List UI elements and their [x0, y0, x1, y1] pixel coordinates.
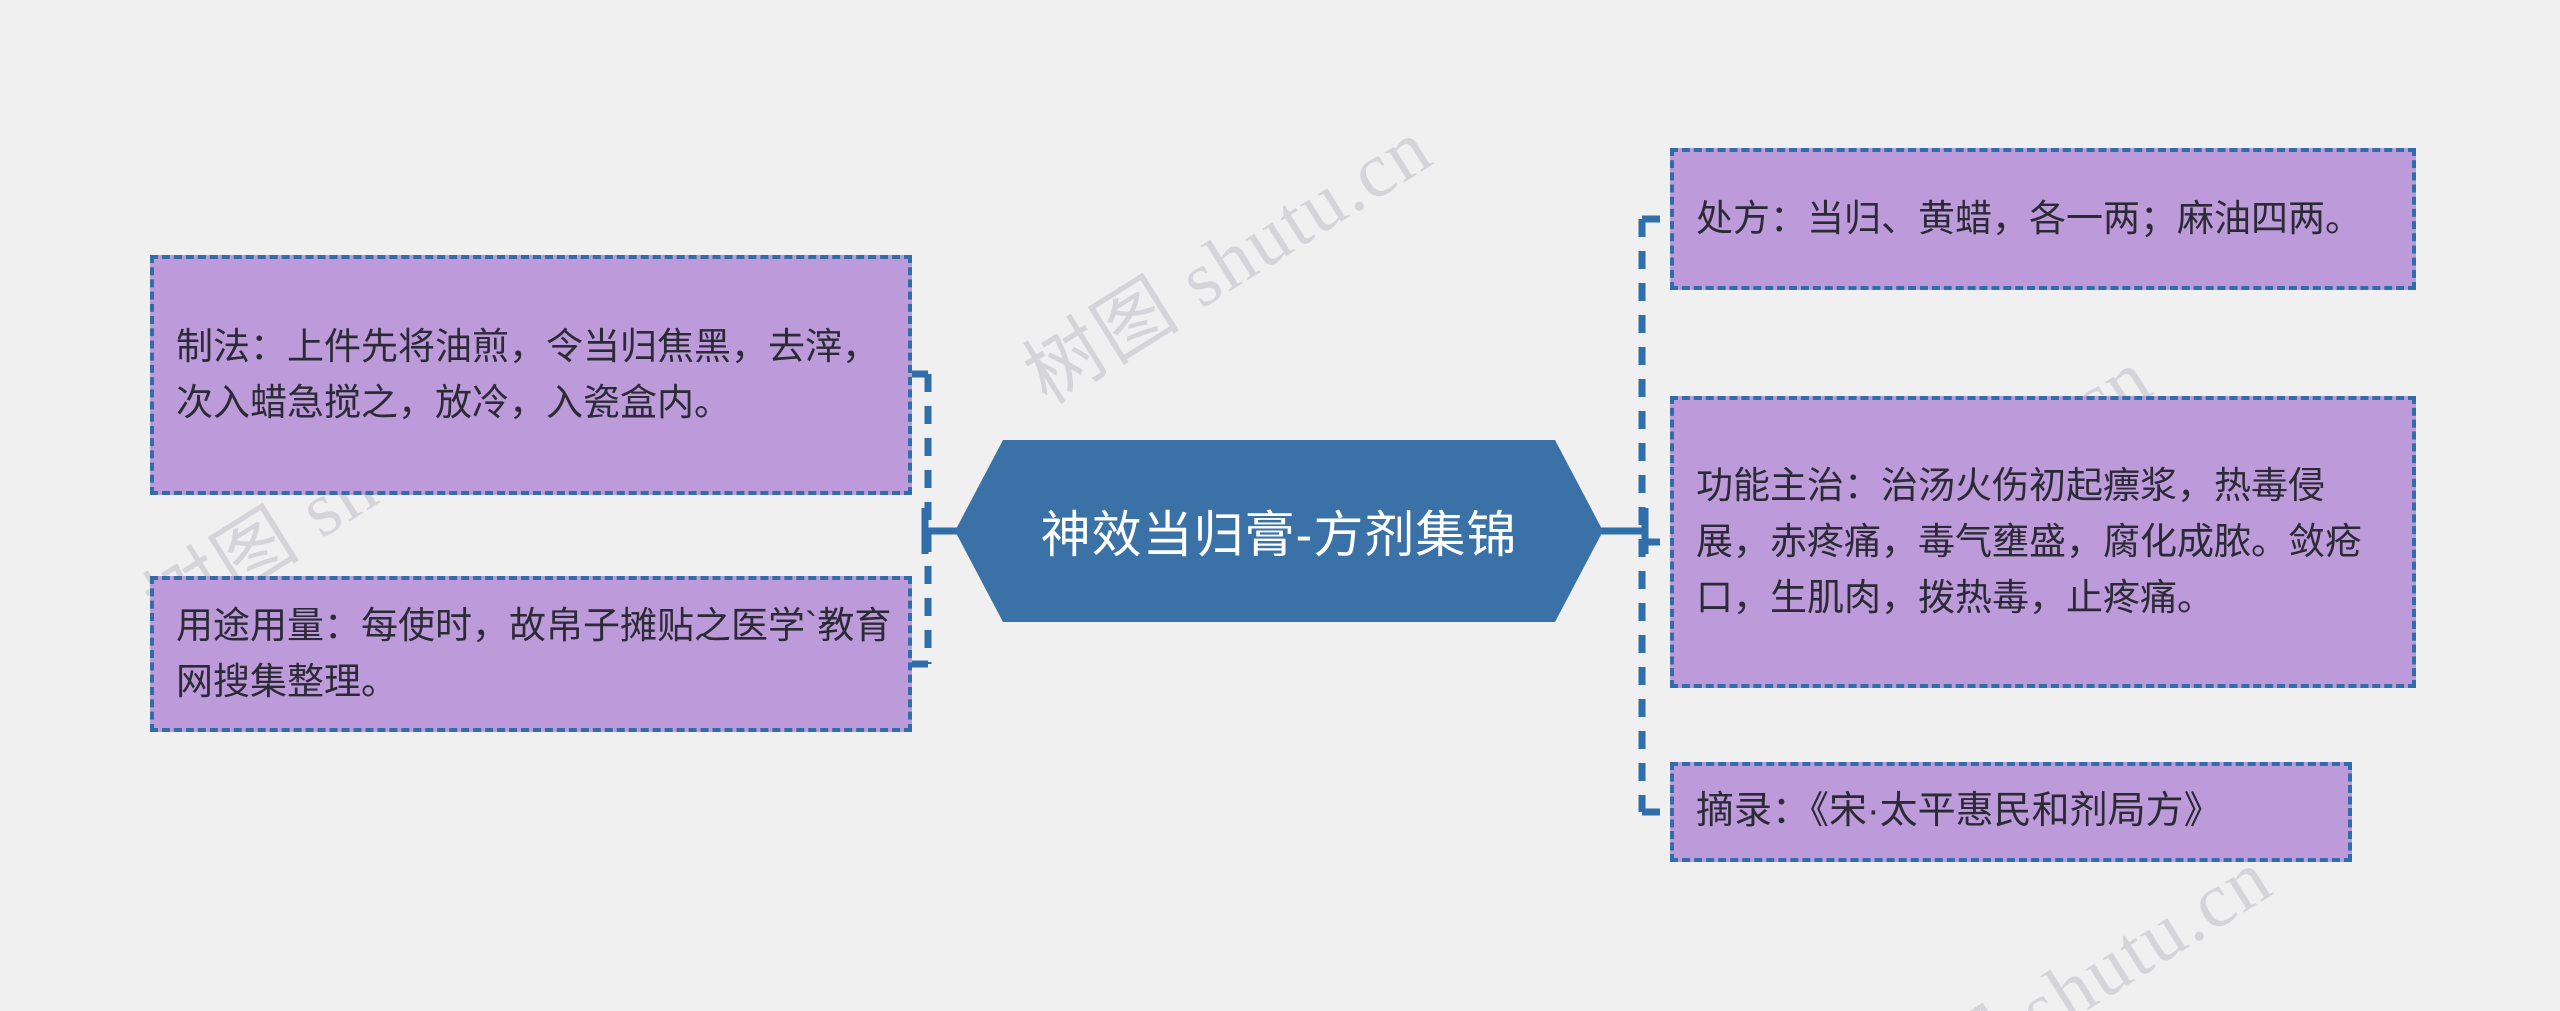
node-gongneng[interactable]: 功能主治：治汤火伤初起瘭浆，热毒侵展，赤疼痛，毒气壅盛，腐化成脓。敛疮口，生肌肉…: [1670, 396, 2416, 688]
node-yongtu-label: 用途用量：每使时，故帛子摊贴之医学`教育网搜集整理。: [176, 604, 892, 702]
node-chufang[interactable]: 处方：当归、黄蜡，各一两；麻油四两。: [1670, 148, 2416, 290]
node-chufang-label: 处方：当归、黄蜡，各一两；麻油四两。: [1696, 197, 2362, 239]
hexagon-shape: [955, 440, 1603, 622]
center-node[interactable]: 神效当归膏-方剂集锦: [955, 440, 1603, 622]
node-yongtu[interactable]: 用途用量：每使时，故帛子摊贴之医学`教育网搜集整理。: [150, 576, 912, 732]
center-node-label: 神效当归膏-方剂集锦: [1040, 507, 1518, 563]
node-zhailu-label: 摘录：《宋·太平惠民和剂局方》: [1696, 790, 2222, 833]
node-zhifa-label: 制法：上件先将油煎，令当归焦黑，去滓，次入蜡急搅之，放冷，入瓷盒内。: [176, 325, 879, 423]
node-zhifa[interactable]: 制法：上件先将油煎，令当归焦黑，去滓，次入蜡急搅之，放冷，入瓷盒内。: [150, 255, 912, 495]
node-gongneng-label: 功能主治：治汤火伤初起瘭浆，热毒侵展，赤疼痛，毒气壅盛，腐化成脓。敛疮口，生肌肉…: [1696, 464, 2362, 619]
node-zhailu[interactable]: 摘录：《宋·太平惠民和剂局方》: [1670, 762, 2352, 862]
